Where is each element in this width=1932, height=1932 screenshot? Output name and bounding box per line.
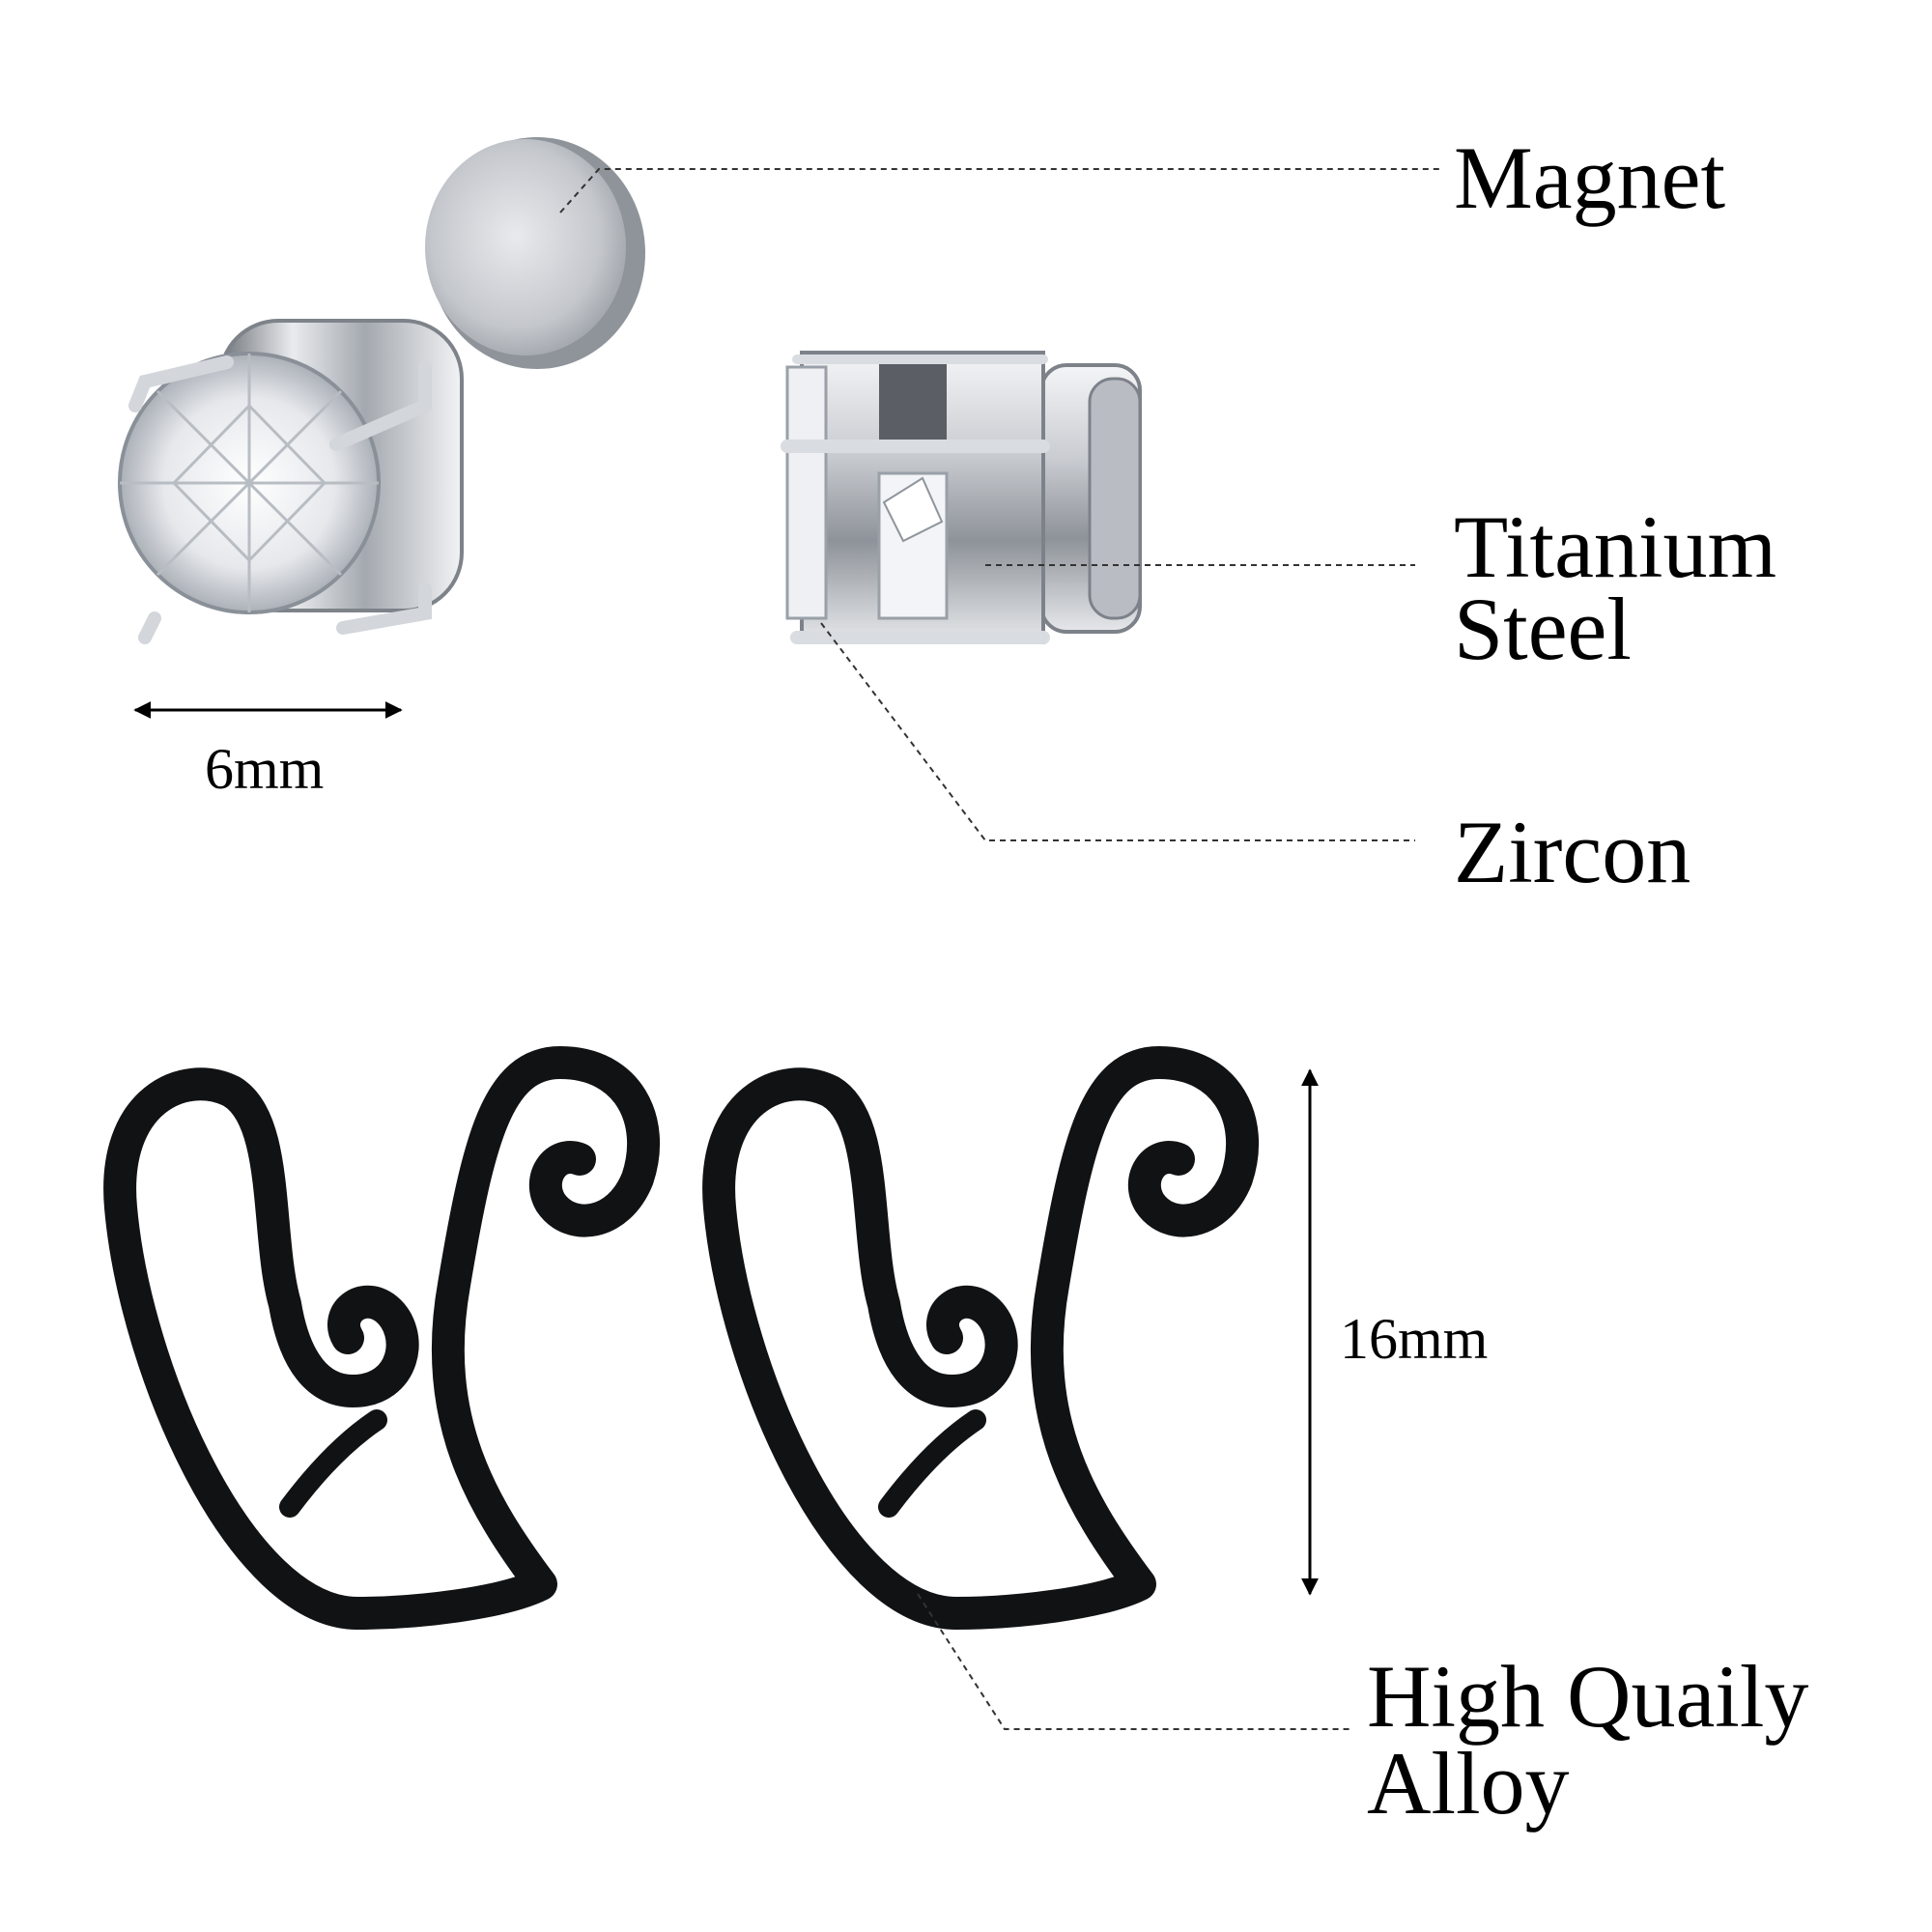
zircon-label: Zircon (1454, 803, 1691, 901)
magnet-label: Magnet (1454, 128, 1726, 227)
cuff-height-dimension: 16mm (1340, 1307, 1489, 1371)
spiral-cuff-icon (103, 1046, 661, 1630)
spiral-cuff-icon (702, 1046, 1260, 1630)
alloy-label-line2: Alloy (1367, 1734, 1570, 1833)
crystal-stud-front-icon (118, 319, 464, 644)
crystal-stud-side-icon (781, 351, 1142, 644)
stud-width-dimension: 6mm (205, 737, 325, 801)
titanium-steel-label-line2: Steel (1454, 580, 1632, 678)
zircon-leader-line (820, 622, 1415, 841)
titanium-steel-label-line1: Titanium (1454, 497, 1777, 596)
magnet-disc-icon (425, 137, 645, 369)
alloy-label-line1: High Quaily (1367, 1647, 1809, 1746)
alloy-leader-line (917, 1593, 1352, 1730)
magnet-leader-line (559, 168, 1439, 213)
